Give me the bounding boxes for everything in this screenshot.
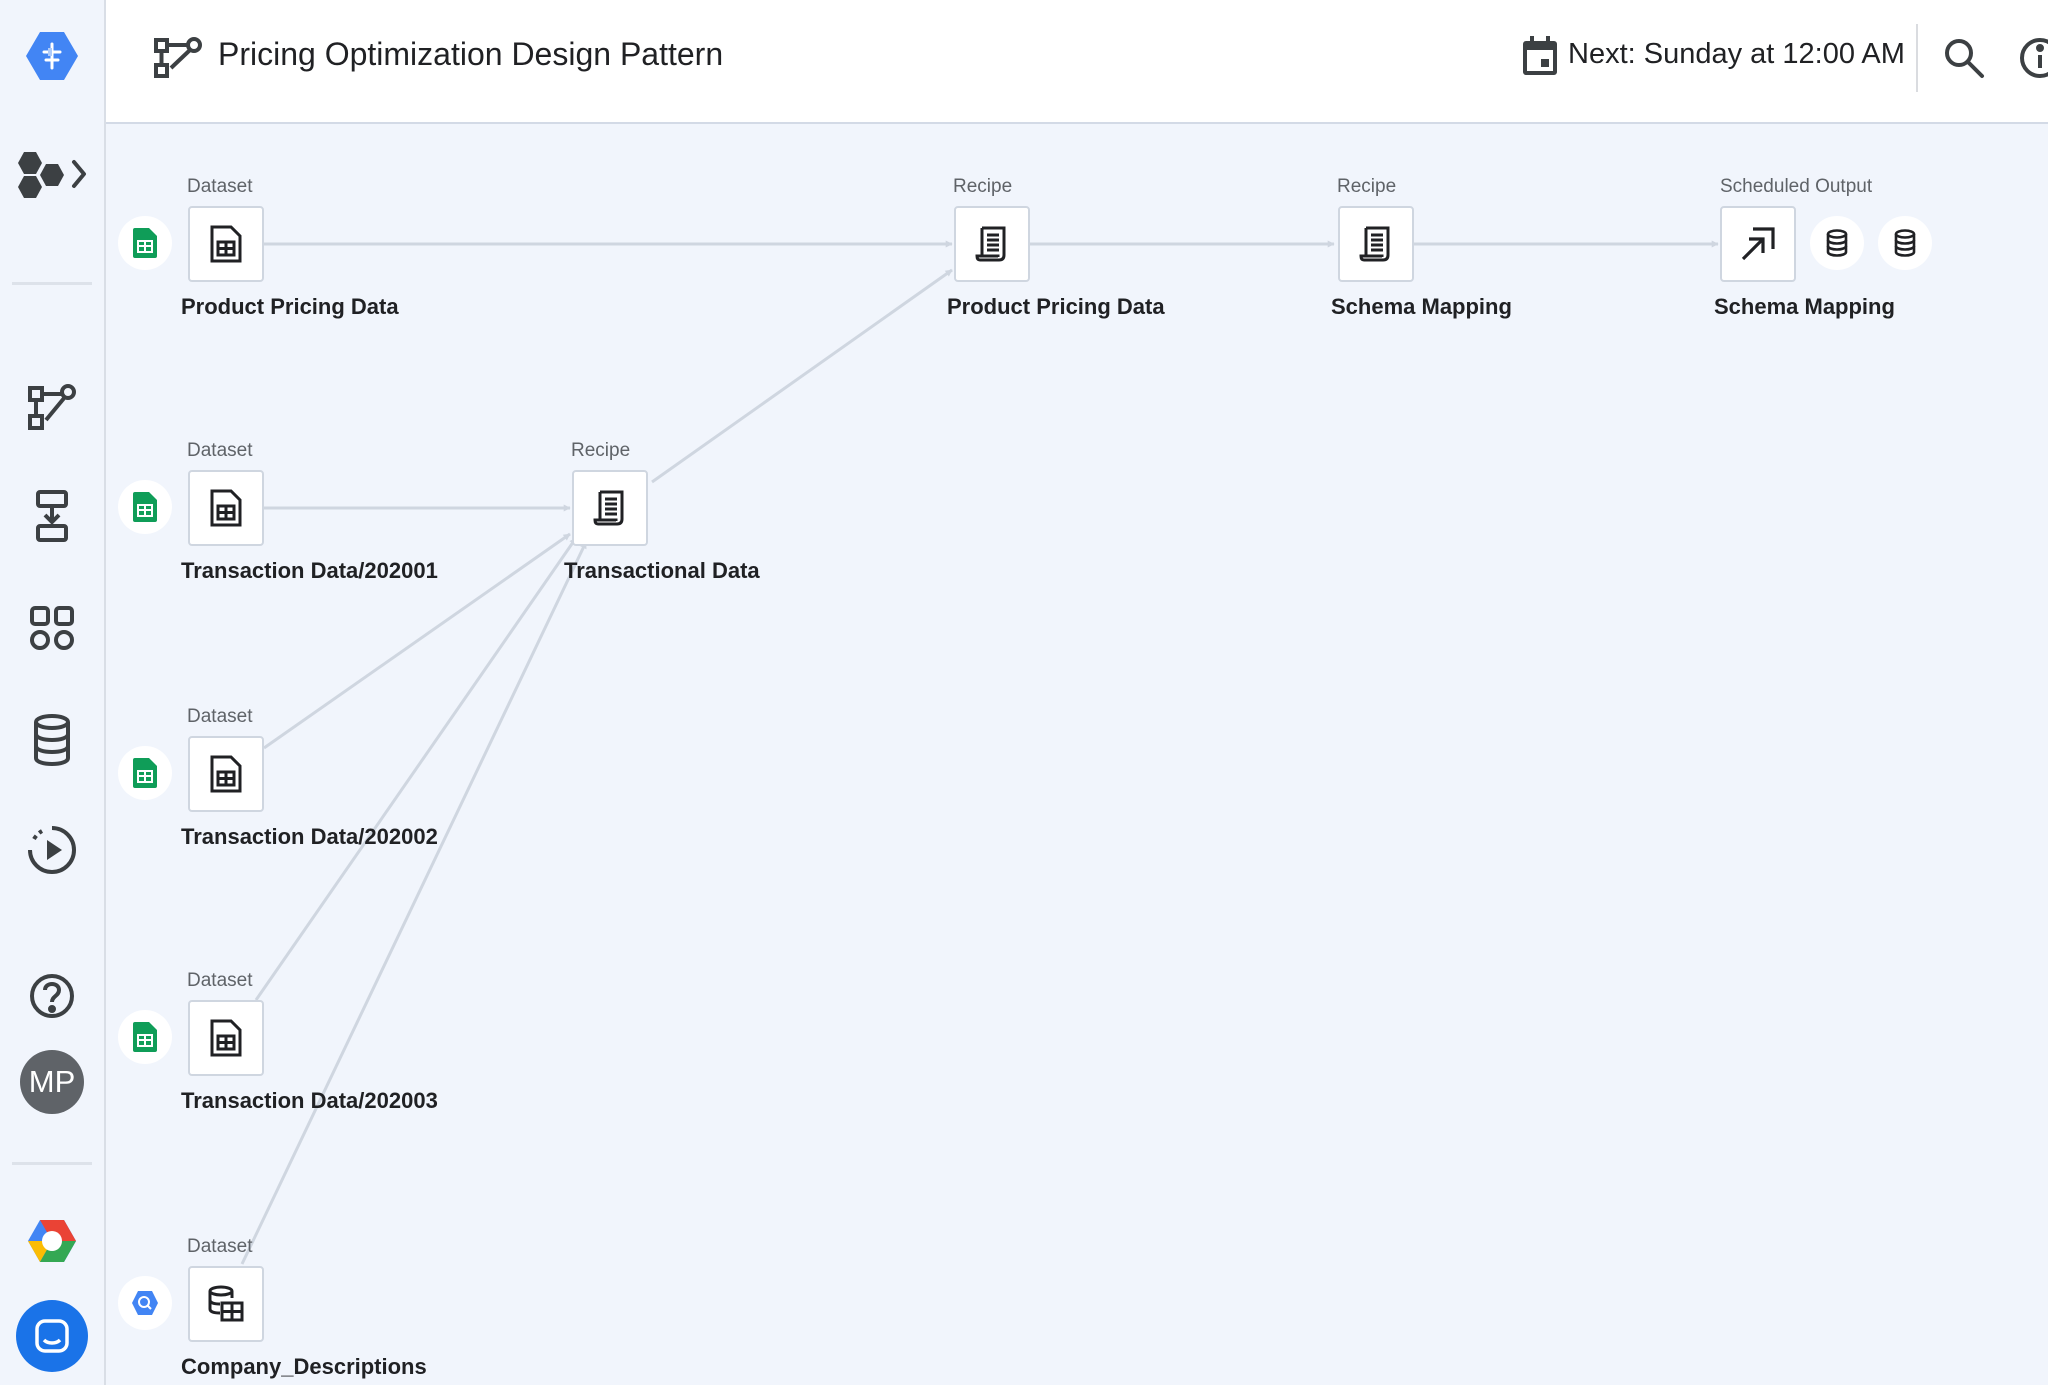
database-table-icon bbox=[208, 1285, 244, 1322]
dataset-node-transaction-data-202003[interactable] bbox=[188, 1000, 264, 1076]
dataset-file-icon bbox=[210, 225, 242, 263]
node-label: Product Pricing Data bbox=[947, 294, 1165, 319]
node-type-label: Dataset bbox=[187, 970, 253, 991]
dataset-file-icon bbox=[210, 489, 242, 527]
dataset-node-transaction-data-202002[interactable] bbox=[188, 736, 264, 812]
node-label: Transaction Data/202001 bbox=[181, 558, 438, 583]
recipe-icon bbox=[975, 226, 1006, 262]
database-icon[interactable] bbox=[24, 712, 80, 768]
output-node-schema-mapping[interactable] bbox=[1720, 206, 1796, 282]
top-app-bar: Pricing Optimization Design Pattern Next… bbox=[106, 0, 2048, 124]
node-label: Company_Descriptions bbox=[181, 1354, 427, 1379]
database-icon bbox=[1894, 229, 1916, 257]
header-divider bbox=[1916, 24, 1918, 92]
left-nav-sidebar: MP bbox=[0, 0, 106, 1385]
jobs-icon[interactable] bbox=[24, 822, 80, 878]
recipe-node-transactional-data[interactable] bbox=[572, 470, 648, 546]
node-type-label: Recipe bbox=[953, 176, 1013, 197]
database-icon bbox=[1826, 229, 1848, 257]
dataprep-logo-icon[interactable] bbox=[22, 26, 82, 86]
dataset-file-icon bbox=[210, 1019, 242, 1057]
recipe-node-schema-mapping[interactable] bbox=[1338, 206, 1414, 282]
dataset-file-icon bbox=[210, 755, 242, 793]
edge-ds3-rc1 bbox=[263, 532, 571, 750]
calendar-icon[interactable] bbox=[1520, 34, 1560, 83]
edge-rc1-rc2 bbox=[651, 268, 953, 484]
google-cloud-logo-icon[interactable] bbox=[24, 1214, 80, 1270]
bigquery-source-icon bbox=[118, 1276, 172, 1330]
output-export-icon bbox=[1741, 227, 1775, 261]
node-label: Schema Mapping bbox=[1714, 294, 1895, 319]
product-switcher-icon[interactable] bbox=[14, 148, 94, 200]
google-sheets-source-icon bbox=[118, 480, 172, 534]
edge-ds5-rc1 bbox=[240, 541, 588, 1265]
node-type-label: Dataset bbox=[187, 706, 253, 727]
schedule-next-run[interactable]: Next: Sunday at 12:00 AM bbox=[1568, 38, 1905, 70]
sidebar-divider bbox=[12, 1162, 92, 1165]
node-type-label: Dataset bbox=[187, 176, 253, 197]
page-title: Pricing Optimization Design Pattern bbox=[218, 36, 724, 72]
flows-icon[interactable] bbox=[24, 380, 80, 436]
recipe-icon bbox=[593, 490, 624, 526]
user-avatar[interactable]: MP bbox=[20, 1050, 84, 1114]
flow-canvas[interactable]: Dataset Product Pricing Data Dataset Tra… bbox=[106, 124, 2048, 1385]
node-type-label: Dataset bbox=[187, 1236, 253, 1257]
google-sheets-source-icon bbox=[118, 746, 172, 800]
node-label: Schema Mapping bbox=[1331, 294, 1512, 319]
info-icon[interactable] bbox=[2018, 36, 2048, 85]
node-type-label: Dataset bbox=[187, 440, 253, 461]
dataset-node-transaction-data-202001[interactable] bbox=[188, 470, 264, 546]
sidebar-divider bbox=[12, 282, 92, 285]
edge-ds4-rc1 bbox=[254, 537, 578, 1001]
output-destination-database[interactable] bbox=[1878, 216, 1932, 270]
node-label: Product Pricing Data bbox=[181, 294, 399, 319]
node-label: Transaction Data/202003 bbox=[181, 1088, 438, 1113]
google-sheets-source-icon bbox=[118, 216, 172, 270]
node-type-label: Recipe bbox=[1337, 176, 1397, 197]
dataset-node-product-pricing-data[interactable] bbox=[188, 206, 264, 282]
recipe-icon bbox=[1359, 226, 1390, 262]
flow-edges bbox=[240, 240, 1719, 1265]
node-label: Transactional Data bbox=[564, 558, 760, 583]
search-icon[interactable] bbox=[1942, 36, 1986, 85]
help-icon[interactable] bbox=[24, 968, 80, 1024]
google-sheets-source-icon bbox=[118, 1010, 172, 1064]
node-label: Transaction Data/202002 bbox=[181, 824, 438, 849]
library-icon[interactable] bbox=[24, 600, 80, 656]
dataset-node-company-descriptions[interactable] bbox=[188, 1266, 264, 1342]
chat-support-button[interactable] bbox=[16, 1300, 88, 1372]
node-type-label: Recipe bbox=[571, 440, 631, 461]
flow-icon bbox=[152, 34, 204, 87]
recipe-node-product-pricing-data[interactable] bbox=[954, 206, 1030, 282]
node-type-label: Scheduled Output bbox=[1720, 176, 1873, 197]
output-destination-database[interactable] bbox=[1810, 216, 1864, 270]
import-data-icon[interactable] bbox=[24, 488, 80, 544]
